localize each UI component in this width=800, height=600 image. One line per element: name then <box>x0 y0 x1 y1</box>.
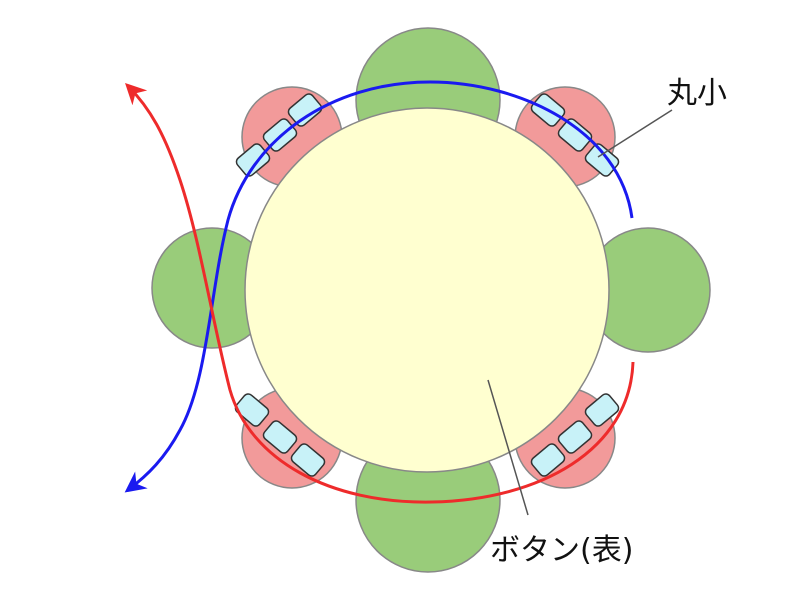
label-button-front: ボタン(表) <box>490 533 633 568</box>
bead <box>290 443 326 477</box>
bead <box>234 393 270 427</box>
leader-line-small-circles <box>597 109 673 158</box>
button-front <box>244 107 610 473</box>
bead <box>530 443 566 477</box>
beads <box>234 93 620 477</box>
bead <box>287 93 323 127</box>
leader-line-button <box>487 379 529 516</box>
bead <box>557 118 593 152</box>
bead <box>557 420 593 454</box>
red-thread <box>125 83 635 504</box>
label-small-circles: 丸小 <box>667 76 727 111</box>
blue-thread <box>124 80 634 493</box>
bead <box>584 393 620 427</box>
bead <box>262 420 298 454</box>
